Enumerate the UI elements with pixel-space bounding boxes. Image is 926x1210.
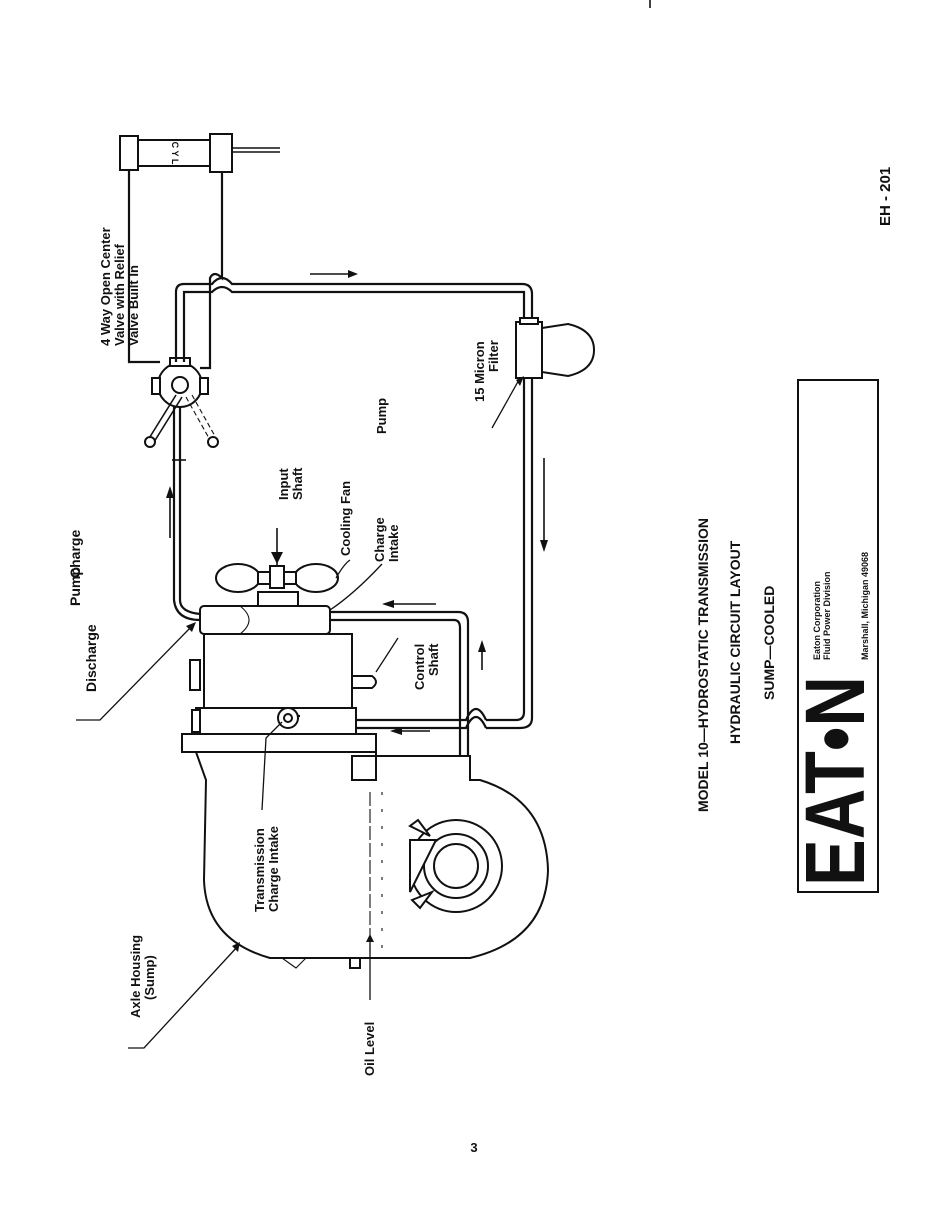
document-code: EH - 201 [877, 167, 894, 226]
transmission-body [189, 633, 377, 735]
title-block: MODEL 10—HYDROSTATIC TRANSMISSION HYDRAU… [695, 518, 777, 812]
pressure-line [172, 407, 201, 622]
hydraulic-cylinder: C Y L [119, 133, 280, 173]
cooling-fan [215, 563, 339, 593]
transmission-charge-intake-label-1: Transmission [252, 828, 267, 912]
four-way-valve-label-3: Valve Built In [126, 265, 141, 346]
eaton-division: Fluid Power Division [822, 571, 832, 660]
eaton-address: Marshall, Michigan 49068 [860, 552, 870, 660]
charge-intake-label-1: Charge [372, 517, 387, 562]
charge-intake-label-2: Intake [386, 524, 401, 562]
eaton-company: Eaton Corporation [812, 581, 822, 660]
axle-housing-label-1: Axle Housing [128, 935, 143, 1018]
four-way-valve-label-1: 4 Way Open Center [98, 227, 113, 346]
flow-arrows [166, 270, 548, 735]
control-shaft-label-2: Shaft [426, 643, 441, 676]
label-leaders [76, 376, 524, 1049]
filter-label-2: Filter [486, 340, 501, 372]
filter-label-1: 15 Micron [472, 341, 487, 402]
axle-housing [181, 733, 550, 969]
component-labels: 4 Way Open Center Valve with Relief Valv… [67, 227, 501, 1076]
discharge-label: Discharge [83, 624, 99, 692]
four-way-valve [144, 357, 219, 448]
page-number: 3 [470, 1140, 477, 1155]
four-way-valve-label-2: Valve with Relief [112, 243, 127, 346]
eaton-logo: EAT•N [788, 676, 882, 886]
transmission-charge-intake-label-2: Charge Intake [266, 826, 281, 912]
cooling-fan-label: Cooling Fan [338, 481, 353, 556]
control-shaft-label-1: Control [412, 644, 427, 690]
eaton-logo-box: EAT•N Eaton Corporation Fluid Power Divi… [788, 379, 882, 893]
title-line-2: HYDRAULIC CIRCUIT LAYOUT [727, 540, 743, 744]
input-shaft-label-2: Shaft [290, 467, 305, 500]
cylinder-label: C Y L [170, 142, 180, 165]
input-shaft [271, 528, 283, 566]
charge-pump [199, 591, 331, 635]
charge-pump-label-2: Pump [67, 567, 83, 606]
axle-housing-label-2: (Sump) [142, 955, 157, 1000]
title-line-1: MODEL 10—HYDROSTATIC TRANSMISSION [695, 518, 711, 812]
charge-pump-label-1: Charge [67, 530, 83, 578]
oil-level-label: Oil Level [362, 1022, 377, 1076]
title-line-3: SUMP—COOLED [761, 586, 777, 700]
pump-label: Pump [374, 398, 389, 434]
input-shaft-label-1: Input [276, 468, 291, 500]
return-line-right [300, 378, 534, 730]
return-line-top [174, 276, 534, 362]
filter [515, 317, 596, 379]
